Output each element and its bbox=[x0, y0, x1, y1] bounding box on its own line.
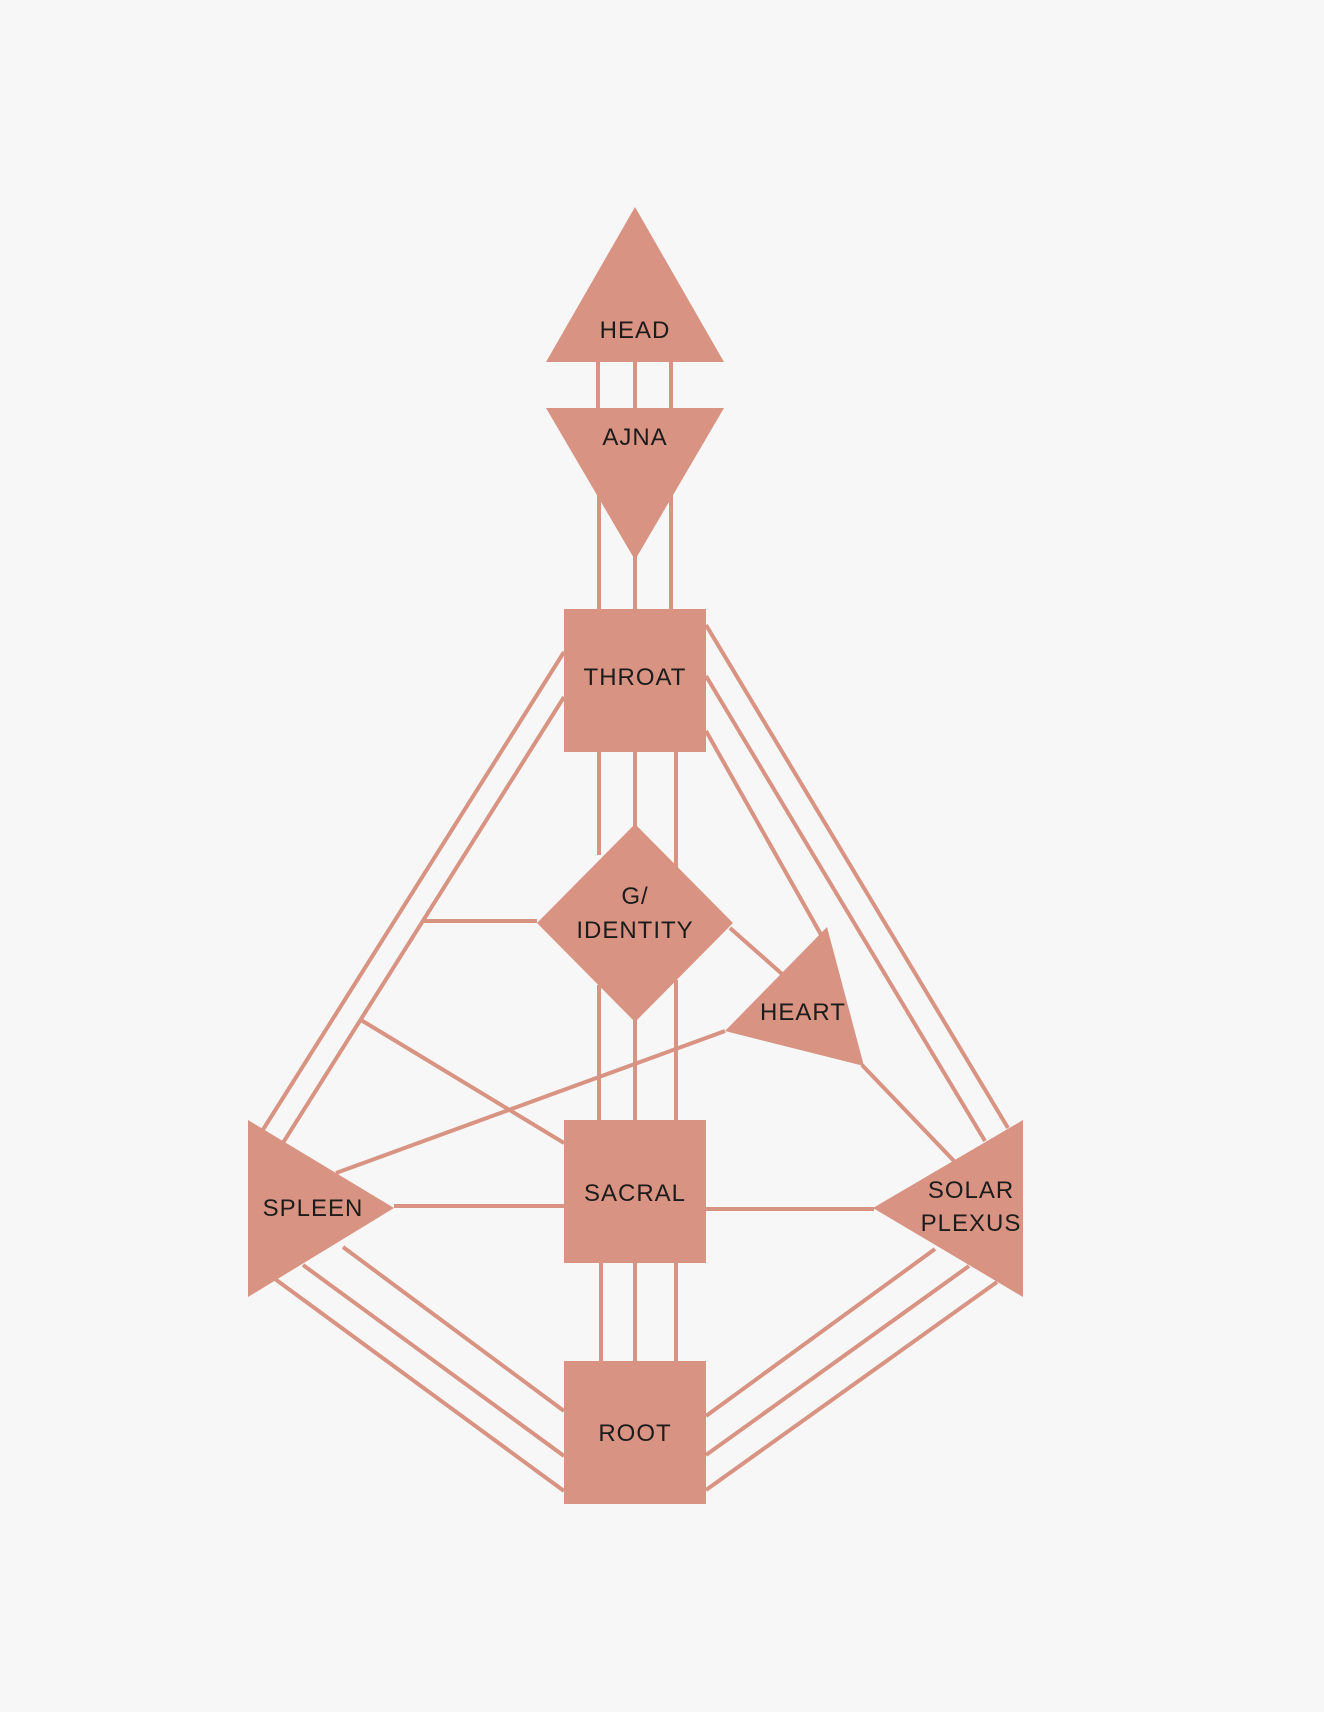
channel-throat-solar-1 bbox=[704, 623, 1010, 1130]
channel-spleen-sacral-diagonal bbox=[359, 1018, 566, 1145]
heart-center bbox=[725, 927, 864, 1066]
center-labels: HEAD AJNA THROAT G/ IDENTITY HEART SPLEE… bbox=[263, 317, 1022, 1447]
channel-throat-heart bbox=[704, 730, 826, 941]
ajna-label: AJNA bbox=[602, 424, 667, 451]
throat-label: THROAT bbox=[584, 664, 687, 691]
channel-solar-root-1 bbox=[704, 1280, 999, 1492]
spleen-center bbox=[248, 1120, 394, 1297]
head-center bbox=[546, 207, 724, 362]
channel-throat-spleen-1 bbox=[257, 650, 566, 1138]
channel-spleen-root-1 bbox=[273, 1277, 566, 1493]
channel-heart-spleen bbox=[335, 1029, 726, 1175]
solar-plexus-label-line2: PLEXUS bbox=[921, 1210, 1022, 1237]
solar-plexus-center bbox=[873, 1120, 1023, 1297]
channel-solar-root-2 bbox=[704, 1264, 971, 1457]
sacral-label: SACRAL bbox=[584, 1180, 686, 1207]
g-identity-label-line2: IDENTITY bbox=[576, 917, 693, 944]
head-label: HEAD bbox=[600, 317, 671, 344]
root-label: ROOT bbox=[598, 1420, 671, 1447]
channel-throat-spleen-2 bbox=[279, 695, 566, 1148]
heart-label: HEART bbox=[760, 999, 846, 1026]
spleen-label: SPLEEN bbox=[263, 1195, 364, 1222]
channel-solar-root-3 bbox=[704, 1247, 937, 1418]
solar-plexus-label-line1: SOLAR bbox=[928, 1177, 1014, 1204]
channel-g-heart bbox=[728, 926, 784, 976]
channel-throat-solar-2 bbox=[704, 674, 987, 1143]
ajna-center bbox=[546, 408, 724, 560]
centers bbox=[248, 207, 1023, 1504]
channel-spleen-root-3 bbox=[341, 1245, 566, 1413]
channel-heart-solar bbox=[860, 1063, 957, 1164]
root-center bbox=[564, 1361, 706, 1504]
g-identity-center bbox=[537, 824, 733, 1022]
throat-center bbox=[564, 609, 706, 752]
channels bbox=[257, 360, 1010, 1493]
sacral-center bbox=[564, 1120, 706, 1263]
g-identity-label-line1: G/ bbox=[621, 883, 648, 910]
channel-spleen-root-2 bbox=[301, 1263, 566, 1458]
